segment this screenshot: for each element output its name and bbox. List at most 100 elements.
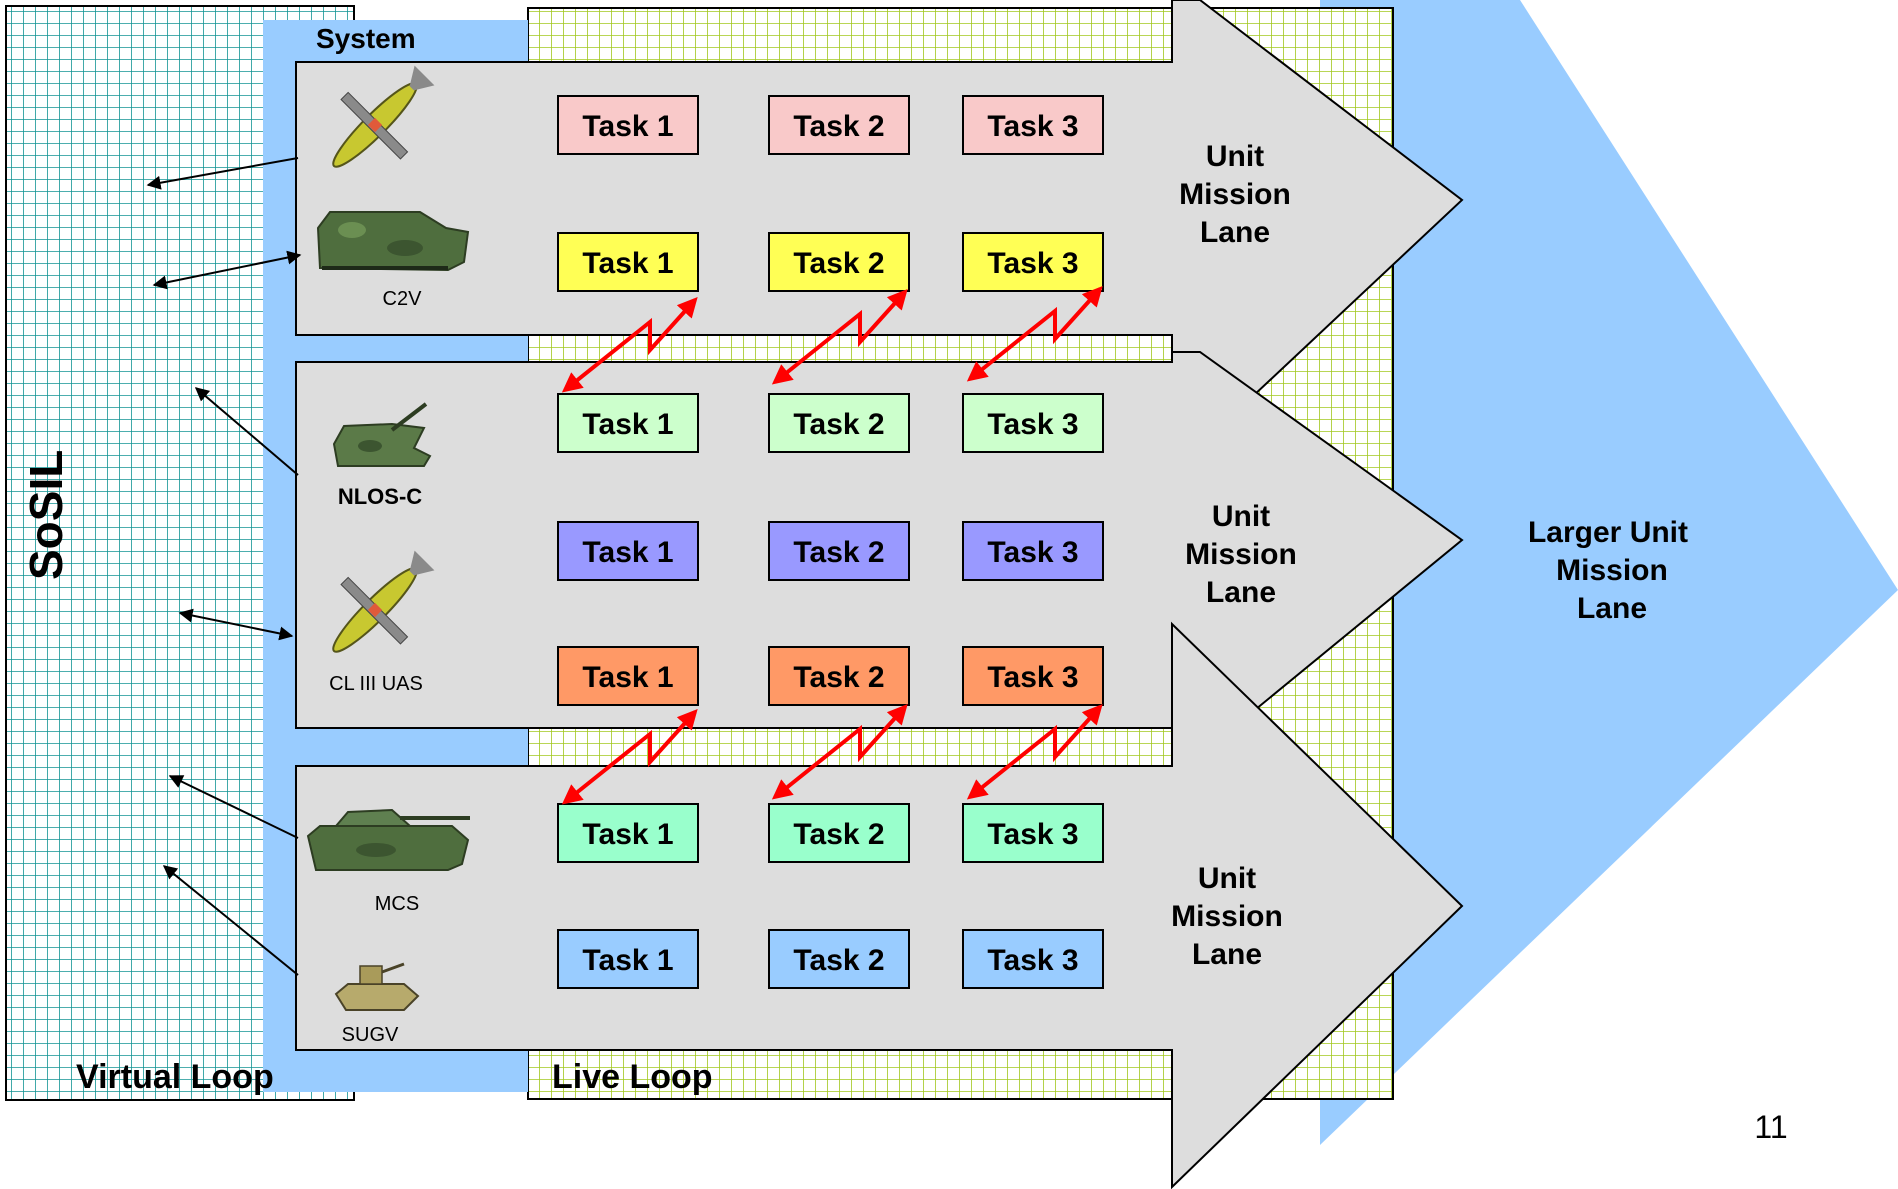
larger-unit-label: Larger Unit Mission Lane	[1528, 516, 1688, 625]
task-box-fill	[768, 646, 910, 706]
task-box: Task 3	[962, 95, 1104, 155]
task-label: Task 3	[987, 818, 1078, 851]
lane-label-2-line3: Lane	[1206, 576, 1276, 609]
larger-unit-label-line3: Lane	[1577, 592, 1647, 625]
task-box: Task 3	[962, 929, 1104, 989]
uav-icon	[332, 550, 435, 653]
task-label: Task 2	[793, 408, 884, 441]
task-label: Task 2	[793, 661, 884, 694]
task-label: Task 2	[793, 818, 884, 851]
task-label: Task 2	[793, 536, 884, 569]
task-label: Task 1	[582, 110, 673, 143]
task-label: Task 2	[793, 247, 884, 280]
larger-unit-chevron	[1320, 0, 1898, 1145]
lane-label-1-line3: Lane	[1200, 216, 1270, 249]
task-box: Task 3	[962, 232, 1104, 292]
lane-label-2-line1: Unit	[1212, 500, 1270, 533]
sosil-label: SoSIL	[20, 450, 72, 580]
task-box: Task 2	[768, 803, 910, 863]
task-label: Task 1	[582, 944, 673, 977]
task-box-fill	[962, 393, 1104, 453]
task-label: Task 2	[793, 110, 884, 143]
lane-label-3: Unit Mission Lane	[1171, 862, 1283, 971]
sosil-connectors	[146, 157, 302, 976]
task-box-fill	[557, 393, 699, 453]
task-box-fill	[557, 232, 699, 292]
system-label: System	[316, 23, 416, 54]
task-box-fill	[768, 232, 910, 292]
task-label: Task 3	[987, 661, 1078, 694]
task-box: Task 2	[768, 521, 910, 581]
nlos-c-vehicle-icon	[332, 402, 432, 467]
vehicle-caption-c2v: C2V	[383, 288, 423, 310]
task-box: Task 1	[557, 803, 699, 863]
task-box-fill	[962, 803, 1104, 863]
lane-label-1-line1: Unit	[1206, 140, 1264, 173]
lightning-link	[771, 704, 908, 800]
task-box-fill	[557, 646, 699, 706]
vehicle-caption-sugv: SUGV	[342, 1024, 399, 1046]
uav-icon	[332, 65, 435, 168]
task-box-fill	[962, 95, 1104, 155]
task-label: Task 3	[987, 247, 1078, 280]
lane-label-3-line1: Unit	[1198, 862, 1256, 895]
task-box: Task 1	[557, 521, 699, 581]
task-box-fill	[768, 95, 910, 155]
task-label: Task 3	[987, 536, 1078, 569]
task-box: Task 2	[768, 929, 910, 989]
task-box: Task 2	[768, 646, 910, 706]
lightning-link	[966, 704, 1103, 800]
task-box: Task 3	[962, 393, 1104, 453]
task-box-fill	[557, 95, 699, 155]
task-box-fill	[768, 803, 910, 863]
task-box-fill	[557, 521, 699, 581]
mcs-tank-icon	[306, 808, 470, 871]
task-box-fill	[768, 929, 910, 989]
task-label: Task 1	[582, 536, 673, 569]
lightning-link	[561, 709, 698, 805]
task-box: Task 3	[962, 521, 1104, 581]
task-box-fill	[557, 803, 699, 863]
task-box: Task 1	[557, 646, 699, 706]
task-box-fill	[962, 521, 1104, 581]
task-label: Task 1	[582, 247, 673, 280]
lane-label-2-line2: Mission	[1185, 538, 1297, 571]
task-label: Task 1	[582, 408, 673, 441]
task-box: Task 3	[962, 803, 1104, 863]
task-box-fill	[557, 929, 699, 989]
larger-unit-label-line2: Mission	[1556, 554, 1668, 587]
live-loop-label: Live Loop	[552, 1058, 713, 1096]
vehicle-caption-mcs: MCS	[375, 893, 419, 915]
task-label: Task 3	[987, 944, 1078, 977]
sugv-robot-icon	[334, 962, 420, 1011]
virtual-loop-label: Virtual Loop	[76, 1058, 274, 1096]
task-label: Task 1	[582, 818, 673, 851]
lane-label-3-line3: Lane	[1192, 938, 1262, 971]
task-box-fill	[768, 521, 910, 581]
task-label: Task 1	[582, 661, 673, 694]
vehicle-caption-nlos-c: NLOS-C	[338, 484, 422, 509]
lane-label-1-line2: Mission	[1179, 178, 1291, 211]
lightning-link	[561, 297, 698, 393]
task-box: Task 2	[768, 95, 910, 155]
task-box: Task 1	[557, 95, 699, 155]
task-box: Task 1	[557, 929, 699, 989]
task-label: Task 3	[987, 110, 1078, 143]
lightning-link	[771, 289, 908, 385]
lane-arrow-3	[295, 621, 1464, 1189]
task-box: Task 3	[962, 646, 1104, 706]
lane-label-1: Unit Mission Lane	[1179, 140, 1291, 249]
page-number: 11	[1754, 1109, 1787, 1145]
c2v-vehicle-icon	[316, 211, 470, 272]
lane-label-3-line2: Mission	[1171, 900, 1283, 933]
task-box-fill	[962, 929, 1104, 989]
task-box: Task 1	[557, 393, 699, 453]
task-box: Task 2	[768, 232, 910, 292]
vehicle-caption-cl-iii-uas: CL III UAS	[329, 673, 423, 695]
task-label: Task 3	[987, 408, 1078, 441]
lane-label-2: Unit Mission Lane	[1185, 500, 1297, 609]
task-box-fill	[768, 393, 910, 453]
task-label: Task 2	[793, 944, 884, 977]
larger-unit-label-line1: Larger Unit	[1528, 516, 1688, 549]
